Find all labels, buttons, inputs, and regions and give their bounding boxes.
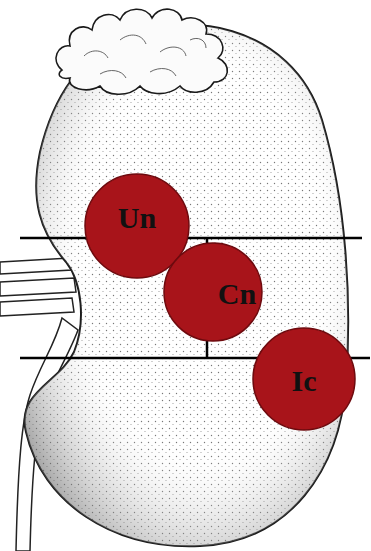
kidney-shading: [25, 25, 349, 547]
adrenal-texture: [84, 35, 206, 78]
adrenal-gland: [56, 9, 227, 94]
region-label: Ic: [292, 366, 317, 396]
region-label: Cn: [218, 279, 256, 309]
region-circle: Cn: [163, 242, 263, 342]
kidney-outline: [25, 25, 349, 547]
region-label: Un: [118, 203, 156, 233]
region-circle: Ic: [252, 327, 356, 431]
